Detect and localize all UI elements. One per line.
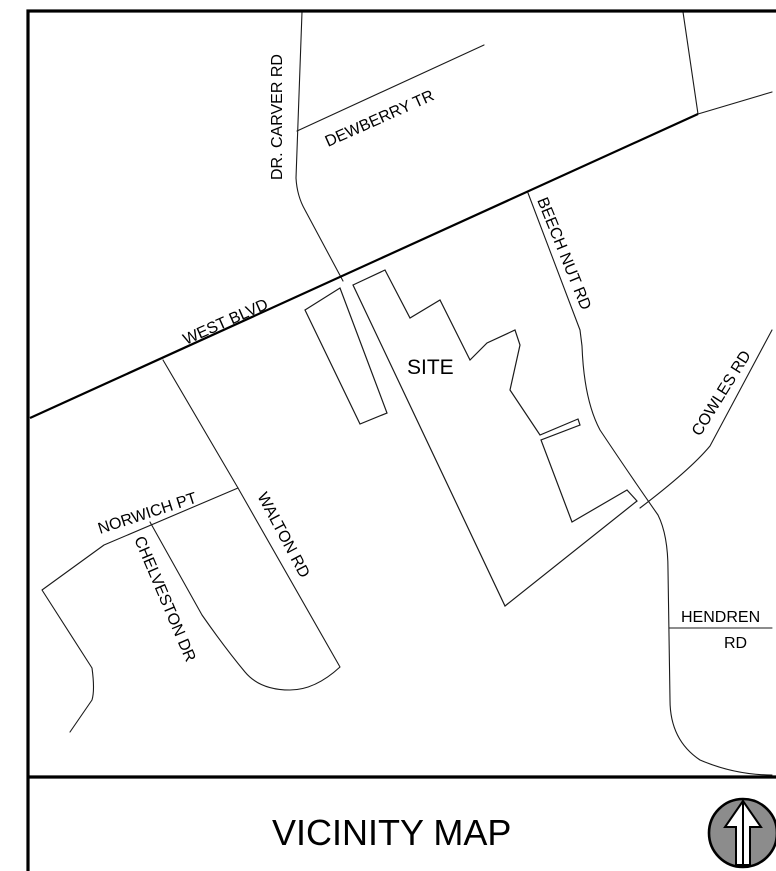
- label-dewberry-tr: DEWBERRY TR: [323, 87, 437, 150]
- site-label: SITE: [407, 356, 454, 379]
- parcel-site: [352, 269, 638, 607]
- cowles-road-line: [639, 329, 773, 509]
- label-chelveston-dr: CHELVESTON DR: [130, 534, 198, 664]
- label-west-blvd: WEST BLVD: [181, 296, 271, 349]
- map-frame: [26, 9, 776, 871]
- label-hendren-rd: RD: [724, 635, 747, 652]
- site-parcels: [304, 269, 638, 607]
- map-title: VICINITY MAP: [272, 812, 511, 853]
- label-norwich-pt: NORWICH PT: [96, 490, 199, 538]
- dr-carver-road-line: [295, 11, 344, 282]
- road-lines: [41, 11, 773, 776]
- walton-road-line: [149, 359, 341, 691]
- parcel-west: [304, 287, 388, 425]
- label-hendren: HENDREN: [681, 609, 760, 626]
- beech-nut-road-line: [527, 192, 773, 776]
- label-dr-carver-rd: DR. CARVER RD: [269, 54, 286, 180]
- map-border: [26, 9, 776, 871]
- west-blvd-line: [29, 112, 699, 420]
- norwich-point-line: [41, 487, 239, 733]
- north-arrow-icon: [707, 797, 776, 869]
- ne-road-line: [682, 11, 773, 115]
- label-cowles-rd: COWLES RD: [689, 348, 755, 439]
- label-beech-nut-rd: BEECH NUT RD: [533, 195, 594, 312]
- dewberry-trail-line: [296, 44, 485, 132]
